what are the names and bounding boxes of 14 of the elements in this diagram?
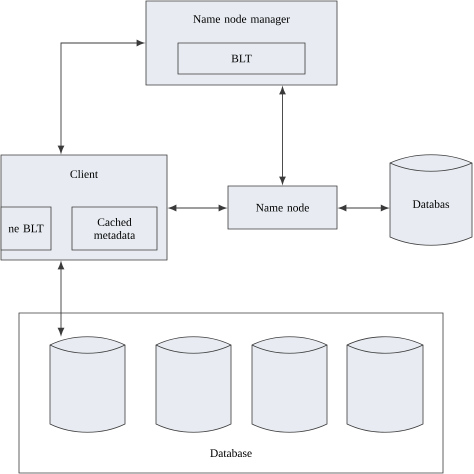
arrow [58, 40, 144, 154]
database-cylinder: Databas [390, 154, 472, 246]
arrow [279, 86, 286, 184]
database-cylinder [50, 336, 126, 433]
process-box: ne BLT [0, 206, 52, 250]
database-cylinder [346, 336, 424, 433]
database-cylinder [252, 336, 328, 433]
arrow [338, 204, 388, 212]
arrow [58, 262, 64, 336]
arrow [168, 204, 226, 212]
database-cylinder [156, 336, 232, 433]
process-box: Cached metadata [72, 206, 158, 250]
process-box: Name node [228, 186, 338, 230]
process-box: BLT [178, 42, 306, 74]
